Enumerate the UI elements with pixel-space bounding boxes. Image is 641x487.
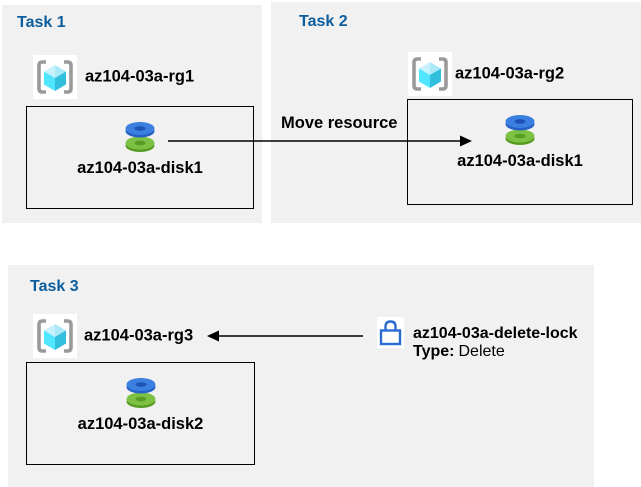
lock-name: az104-03a-delete-lock	[413, 325, 578, 342]
disk-icon	[117, 118, 163, 154]
task2-disk-box: az104-03a-disk1	[407, 99, 633, 205]
lock-type-line: Type:Delete	[413, 343, 578, 361]
disk-name: az104-03a-disk2	[77, 415, 204, 433]
disk-name: az104-03a-disk1	[77, 159, 203, 177]
resource-group-name: az104-03a-rg1	[85, 67, 195, 86]
lock-type-label: Type:	[413, 343, 455, 360]
resource-group-name: az104-03a-rg3	[84, 326, 194, 345]
task1-title: Task 1	[17, 14, 66, 31]
resource-group-name: az104-03a-rg2	[455, 64, 565, 83]
lock-type-value: Delete	[458, 343, 505, 360]
task3-title: Task 3	[30, 278, 79, 295]
move-resource-label: Move resource	[281, 114, 398, 132]
disk-icon	[497, 111, 543, 147]
resource-group-icon	[33, 314, 77, 358]
task2-panel: Task 2 az104-03a-rg2	[271, 2, 641, 223]
delete-lock-callout: az104-03a-delete-lock Type:Delete	[413, 325, 578, 361]
task3-disk-box: az104-03a-disk2	[26, 362, 255, 465]
resource-group-icon	[408, 52, 452, 96]
disk-name: az104-03a-disk1	[457, 152, 583, 170]
task1-disk-box: az104-03a-disk1	[26, 106, 254, 209]
lock-icon	[377, 317, 404, 348]
task2-title: Task 2	[299, 13, 348, 30]
task1-panel: Task 1 az104-03a-rg1	[2, 5, 262, 223]
resource-group-icon	[33, 55, 77, 99]
task3-panel: Task 3 az104-03a-rg3	[8, 265, 594, 487]
disk-icon	[118, 374, 164, 410]
